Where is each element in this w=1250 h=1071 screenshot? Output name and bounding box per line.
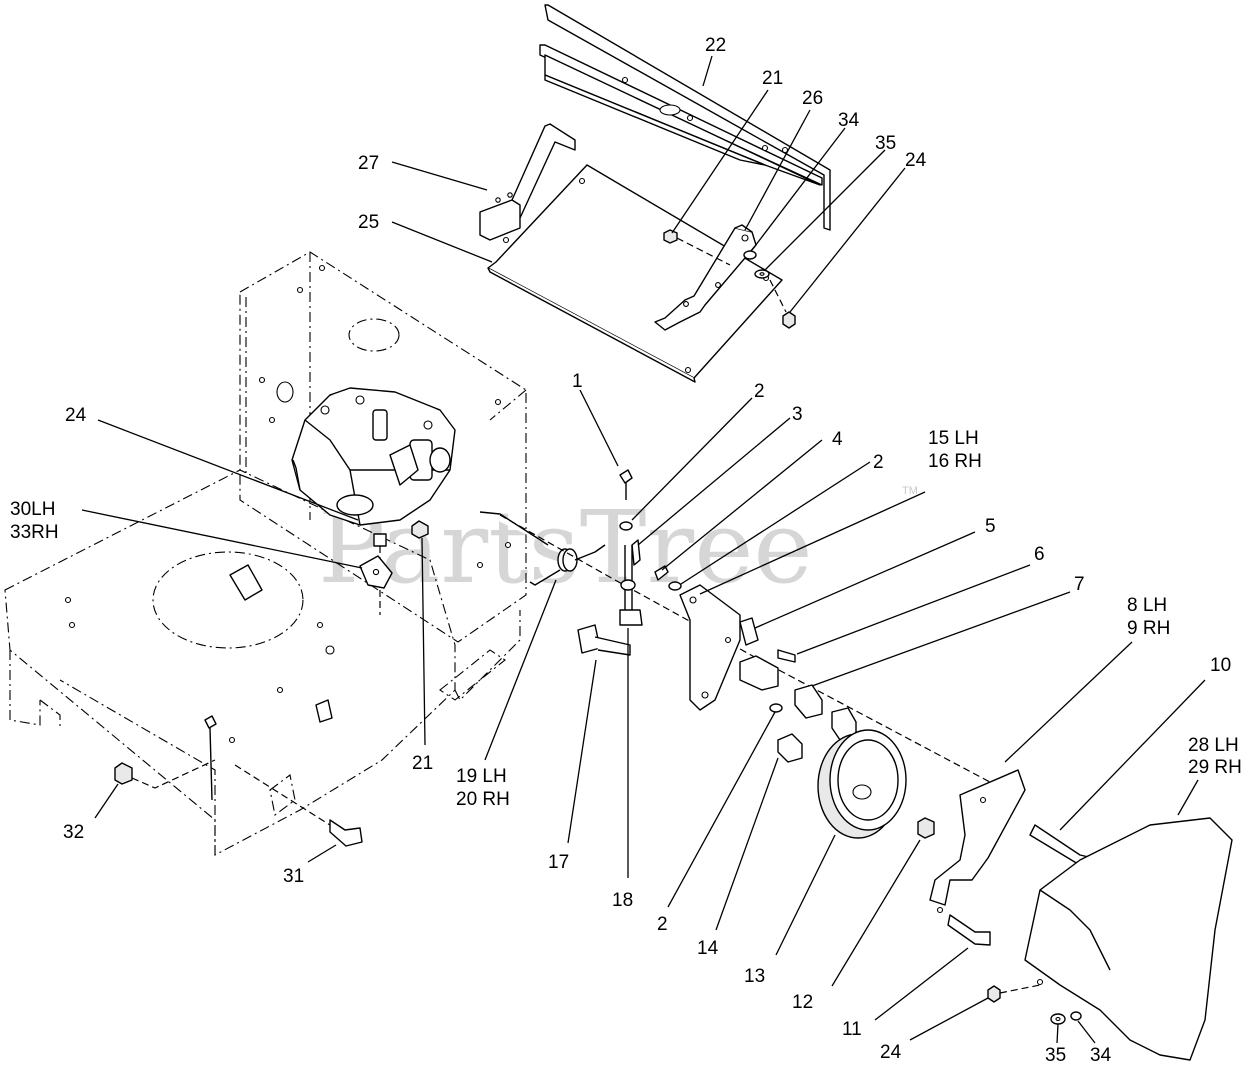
link-3 (631, 539, 641, 566)
callout-24: 24 (880, 1042, 902, 1063)
washer-2-a (619, 521, 633, 531)
callout-18: 18 (612, 890, 633, 911)
bushing-7 (739, 655, 857, 741)
callout-26: 26 (802, 88, 823, 109)
bracket-27 (479, 123, 576, 241)
callout-34: 34 (838, 110, 860, 131)
console-bracket-22 (539, 4, 831, 231)
callout-8-9: 8 LH 9 RH (1127, 595, 1172, 639)
callout-2: 2 (873, 452, 884, 473)
pin-6 (777, 649, 796, 663)
watermark-trademark: TM (902, 485, 918, 497)
bracket-26 (654, 224, 757, 331)
callout-35: 35 (875, 133, 896, 154)
spacer-5 (739, 617, 759, 646)
cover-28-lh (1024, 817, 1233, 1061)
nut-24-bottom (987, 985, 1001, 1003)
callout-31: 31 (283, 866, 304, 887)
bracket-8-lh (929, 769, 1026, 914)
callout-25: 25 (358, 212, 379, 233)
bushing-14 (777, 733, 803, 763)
callout-6: 6 (1034, 544, 1045, 565)
clip-4 (654, 565, 669, 581)
callout-12: 12 (792, 992, 813, 1013)
nut-12 (917, 817, 935, 839)
plate-25 (487, 164, 783, 383)
callout-28-29: 28 LH 29 RH (1188, 735, 1244, 778)
callout-24: 24 (905, 150, 927, 171)
callout-21: 21 (412, 753, 433, 774)
callout-4: 4 (832, 429, 843, 450)
bolt-11 (947, 914, 991, 946)
nut-21-left (411, 520, 429, 539)
nut-24-top (782, 311, 796, 329)
callout-7: 7 (1074, 574, 1085, 595)
callout-2: 2 (754, 381, 765, 402)
idler-arm-15-lh (679, 584, 741, 711)
callout-34: 34 (1090, 1045, 1112, 1066)
bolt-17 (577, 624, 631, 656)
callout-13: 13 (744, 966, 765, 987)
callout-1: 1 (572, 371, 583, 392)
washer-35-top (754, 269, 770, 279)
washer-2-c (769, 703, 783, 713)
leader-lines (81, 55, 1206, 1044)
callout-19-20: 19 LH 20 RH (456, 766, 512, 810)
callout-14: 14 (697, 938, 719, 959)
washer-2-b (668, 581, 682, 591)
callout-11: 11 (842, 1019, 862, 1040)
callout-24: 24 (65, 405, 87, 426)
rod-18 (619, 545, 643, 626)
callout-2: 2 (657, 914, 668, 935)
nut-32 (114, 762, 133, 785)
callout-30-33: 30LH 33RH (10, 499, 61, 543)
pulley-13 (817, 729, 907, 839)
callout-32: 32 (63, 822, 84, 843)
bolt-31 (329, 819, 363, 847)
callout-22: 22 (705, 35, 726, 56)
hitch-pin-1 (619, 469, 633, 500)
callout-5: 5 (985, 516, 996, 537)
callout-15-16: 15 LH 16 RH (928, 428, 984, 472)
nut-21-top (663, 229, 678, 244)
bracket-30-lh (359, 533, 393, 589)
callout-3: 3 (792, 404, 803, 425)
washer-34-bottom (1070, 1011, 1082, 1021)
callout-21: 21 (762, 68, 783, 89)
washer-34-top (743, 250, 757, 260)
transaxle-unit (291, 387, 456, 526)
callout-labels: 1 2 3 4 2 15 LH 16 RH 5 6 7 8 LH 9 RH 10… (10, 35, 1244, 1066)
washer-35-bottom (1050, 1013, 1066, 1025)
callout-10: 10 (1210, 655, 1231, 676)
spring-19-lh (479, 511, 606, 586)
callout-17: 17 (548, 852, 569, 873)
callout-27: 27 (358, 153, 379, 174)
callout-35: 35 (1045, 1045, 1066, 1066)
